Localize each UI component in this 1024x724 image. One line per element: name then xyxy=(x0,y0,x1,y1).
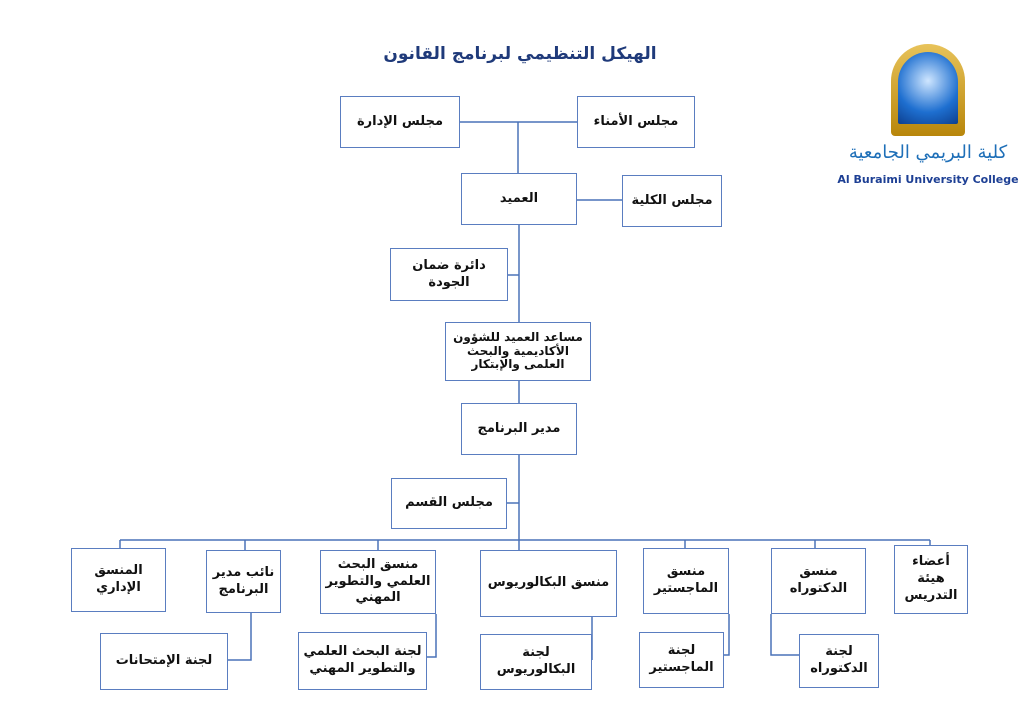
box-college-council: مجلس الكلية xyxy=(622,175,722,227)
logo-english-name: Al Buraimi University College xyxy=(837,173,1019,186)
box-assistant-dean: مساعد العميد للشؤون الأكاديمية والبحث ال… xyxy=(445,322,591,381)
box-bachelor-committee: لجنة البكالوريوس xyxy=(480,634,592,690)
box-deputy-director: نائب مدير البرنامج xyxy=(206,550,281,613)
box-phd-coord: منسق الدكتوراه xyxy=(771,548,866,614)
box-masters-coord: منسق الماجستير xyxy=(643,548,729,614)
logo-arabic-name: كلية البريمي الجامعية xyxy=(848,142,1008,163)
box-program-director: مدير البرنامج xyxy=(461,403,577,455)
logo-emblem xyxy=(891,44,965,136)
box-admin-coord: المنسق الإداري xyxy=(71,548,166,612)
box-phd-committee: لجنة الدكتوراه xyxy=(799,634,879,688)
box-faculty: أعضاء هيئة التدريس xyxy=(894,545,968,614)
college-logo: كلية البريمي الجامعية Al Buraimi Univers… xyxy=(836,44,1020,194)
box-quality: دائرة ضمان الجودة xyxy=(390,248,508,301)
box-board-admin: مجلس الإدارة xyxy=(340,96,460,148)
box-board-trustees: مجلس الأمناء xyxy=(577,96,695,148)
box-research-coord: منسق البحث العلمي والتطوير المهني xyxy=(320,550,436,614)
box-research-committee: لجنة البحث العلمي والتطوير المهني xyxy=(298,632,427,690)
box-masters-committee: لجنة الماجستير xyxy=(639,632,724,688)
box-bachelor-coord: منسق البكالوريوس xyxy=(480,550,617,617)
page-title: الهيكل التنظيمي لبرنامج القانون xyxy=(383,44,657,64)
box-dept-council: مجلس القسم xyxy=(391,478,507,529)
box-exams-committee: لجنة الإمتحانات xyxy=(100,633,228,690)
box-dean: العميد xyxy=(461,173,577,225)
